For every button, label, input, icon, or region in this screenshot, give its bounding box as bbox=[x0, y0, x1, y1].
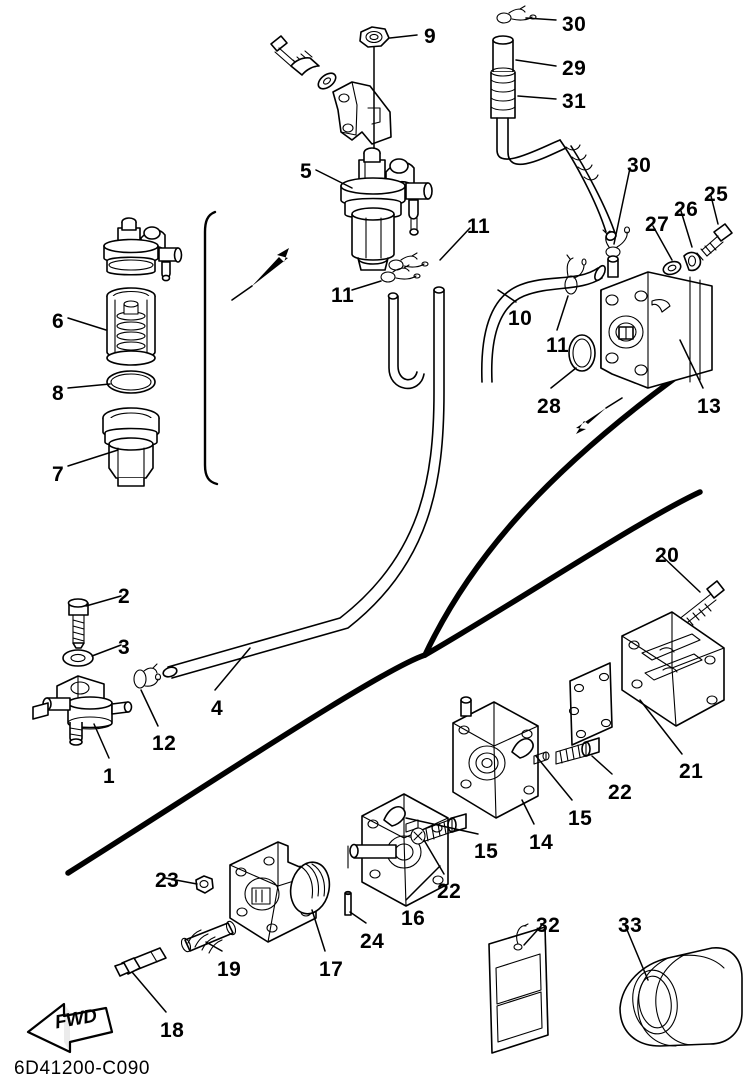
callout-bolt: 25 bbox=[704, 183, 729, 206]
callout-pin: 24 bbox=[360, 930, 385, 953]
pump-housing-16b bbox=[229, 841, 317, 943]
bolt-2 bbox=[67, 598, 89, 649]
callout-fuel-pump-body: 13 bbox=[697, 395, 722, 418]
callout-clip: 30 bbox=[562, 13, 587, 36]
callout-fuel-filter-assembly: 5 bbox=[300, 160, 313, 183]
bracket-bolt-assembly bbox=[270, 35, 337, 90]
primer-hose bbox=[496, 117, 617, 241]
bolt-25 bbox=[696, 223, 733, 261]
o-ring-8 bbox=[106, 370, 156, 394]
callout-washer: 3 bbox=[118, 636, 131, 659]
callout-filter-cup: 7 bbox=[52, 463, 65, 486]
spring-19 bbox=[180, 920, 237, 954]
assembly-arrow-lower bbox=[576, 397, 623, 434]
hose-clamp-12 bbox=[133, 663, 162, 689]
callout-hose-clamp: 11 bbox=[546, 334, 570, 357]
screw-22-a bbox=[555, 737, 600, 765]
pin-24 bbox=[344, 890, 352, 916]
callout-nut: 23 bbox=[155, 869, 180, 892]
callout-o-ring: 8 bbox=[52, 382, 65, 405]
callout-valve-plate: 21 bbox=[679, 760, 704, 783]
callout-bolt: 20 bbox=[655, 544, 680, 567]
callout-rubber-cap: 33 bbox=[618, 914, 643, 937]
callout-plug: 18 bbox=[160, 1019, 185, 1042]
bellows-31 bbox=[490, 67, 516, 119]
u-hose-segment bbox=[387, 292, 425, 390]
callout-o-ring: 28 bbox=[537, 395, 562, 418]
callout-fuel-joint: 1 bbox=[103, 765, 116, 788]
callout-label-tag: 32 bbox=[536, 914, 561, 937]
nut-23 bbox=[195, 875, 214, 894]
pump-body-14 bbox=[452, 696, 539, 819]
fuel-hose-4 bbox=[162, 286, 445, 679]
callout-fuel-hose: 4 bbox=[211, 697, 224, 720]
leader-lines bbox=[67, 17, 719, 1013]
rubber-cap-33 bbox=[619, 947, 743, 1047]
callout-nut: 9 bbox=[424, 25, 437, 48]
hose-clamp-11-b bbox=[380, 264, 421, 283]
fwd-arrow-icon bbox=[26, 1002, 114, 1054]
filter-top-unit bbox=[103, 217, 183, 282]
assembly-arrow-upper bbox=[231, 248, 289, 301]
valve-plate-21 bbox=[621, 611, 725, 727]
fuel-joint-1 bbox=[32, 675, 133, 746]
bracket-nut-9 bbox=[359, 26, 390, 48]
section-divider-lower bbox=[65, 489, 703, 876]
pump-bracket-plate bbox=[332, 81, 392, 145]
spring-15-b bbox=[383, 806, 419, 833]
o-ring-28 bbox=[568, 334, 596, 372]
washer-3 bbox=[62, 649, 94, 667]
callout-bellows: 31 bbox=[562, 90, 587, 113]
group-bracket-left bbox=[203, 210, 219, 486]
callout-washer: 27 bbox=[645, 213, 670, 236]
fuel-hose-10 bbox=[481, 264, 606, 383]
callout-fuel-hose: 10 bbox=[508, 307, 533, 330]
callout-plunger: 29 bbox=[562, 57, 587, 80]
fuel-filter-assembly-5 bbox=[340, 147, 433, 271]
plug-18 bbox=[114, 947, 167, 977]
callout-clip: 30 bbox=[627, 154, 652, 177]
screw-22-b bbox=[410, 813, 467, 845]
callout-hose-clamp: 11 bbox=[331, 284, 355, 307]
hose-clamp-11-a bbox=[388, 252, 429, 271]
fuel-pump-body-13 bbox=[600, 255, 713, 389]
pump-gasket-plate-21b bbox=[568, 662, 613, 746]
filter-element-6 bbox=[106, 287, 156, 366]
diagram-part-number: 6D41200-C090 bbox=[14, 1058, 151, 1079]
callout-pump-body: 14 bbox=[529, 831, 554, 854]
callout-hose-clamp: 12 bbox=[152, 732, 177, 755]
diaphragm-17 bbox=[289, 861, 331, 915]
callout-hose-clamp: 11 bbox=[467, 215, 491, 238]
callout-spring: 15 bbox=[568, 807, 593, 830]
callout-bolt: 2 bbox=[118, 585, 131, 608]
callout-screw: 22 bbox=[608, 781, 633, 804]
spring-15-a bbox=[511, 738, 550, 765]
plunger-29 bbox=[492, 35, 514, 73]
washer-26 bbox=[683, 251, 702, 272]
callout-filter-element: 6 bbox=[52, 310, 65, 333]
filter-cup-7 bbox=[102, 407, 160, 487]
callout-diaphragm: 17 bbox=[319, 958, 344, 981]
section-divider-upper bbox=[422, 357, 703, 658]
callout-washer: 26 bbox=[674, 198, 699, 221]
label-tag-32 bbox=[488, 923, 549, 1054]
clip-30-top bbox=[496, 5, 537, 24]
callout-pump-shaft-housing: 16 bbox=[401, 907, 426, 930]
callout-spring: 19 bbox=[217, 958, 242, 981]
callout-screw: 22 bbox=[437, 880, 462, 903]
washer-27 bbox=[662, 260, 682, 276]
callout-spring: 15 bbox=[474, 840, 499, 863]
